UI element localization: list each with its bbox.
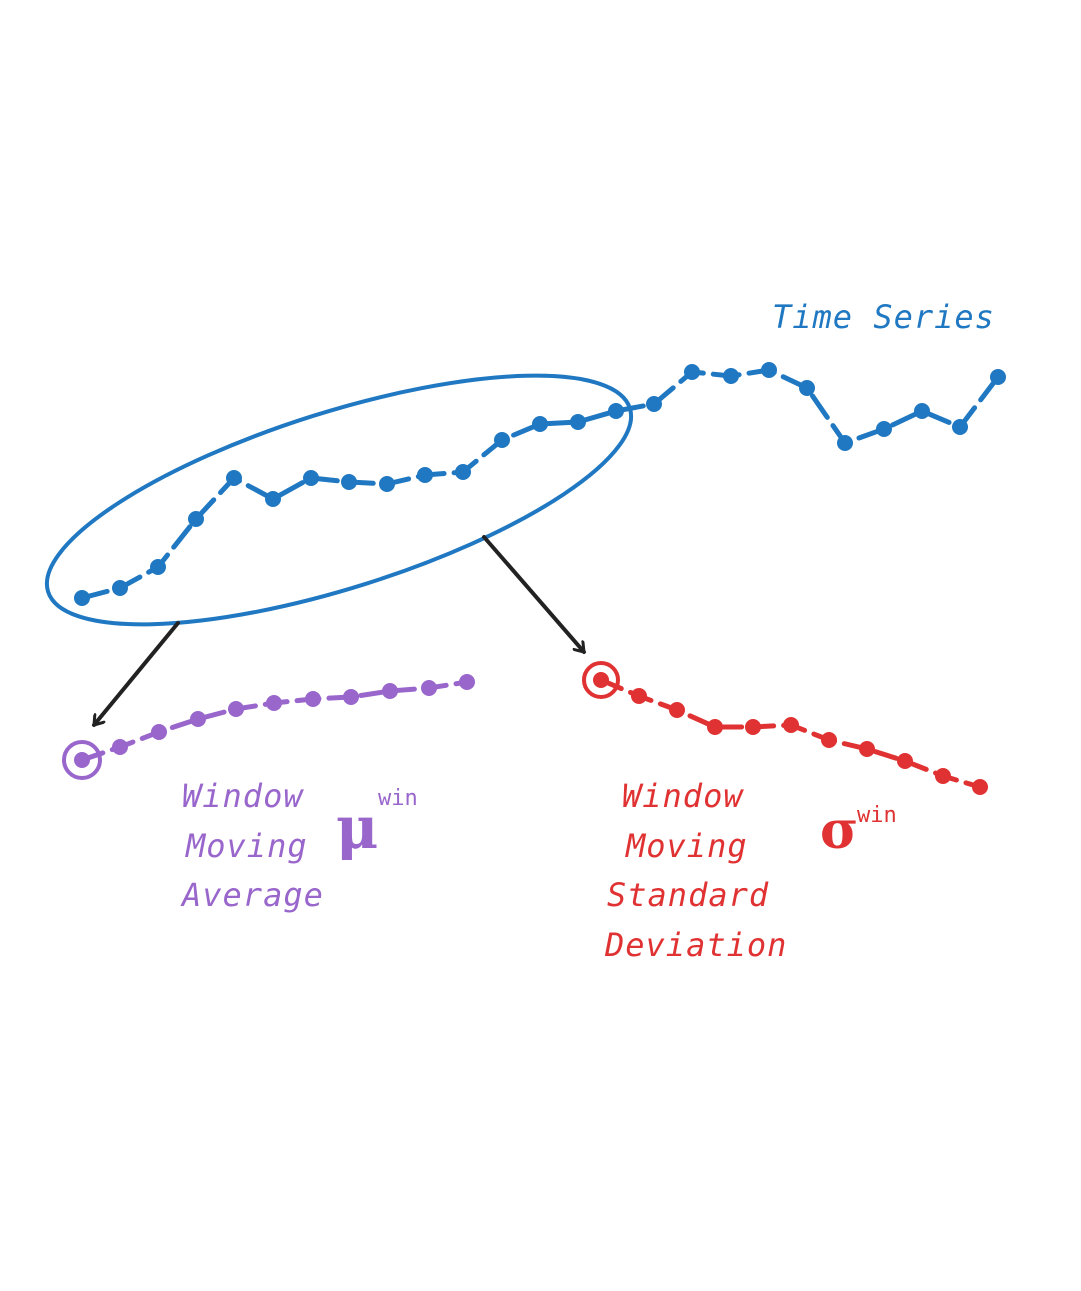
- time-series-point: [303, 470, 319, 486]
- time-series-point: [494, 432, 510, 448]
- time-series-point: [837, 435, 853, 451]
- time-series-point: [379, 476, 395, 492]
- time-series-point: [952, 419, 968, 435]
- average-point: [112, 739, 128, 755]
- stddev-point: [897, 753, 913, 769]
- average-label-line-3: Average: [180, 876, 324, 914]
- time-series-point: [341, 474, 357, 490]
- average-point: [74, 752, 90, 768]
- time-series-point: [226, 470, 242, 486]
- time-series-point: [723, 368, 739, 384]
- average-label-line-1: Window: [182, 777, 304, 815]
- average-point: [266, 695, 282, 711]
- time-series-point: [876, 421, 892, 437]
- mu-superscript: win: [378, 786, 418, 811]
- stddev-point: [593, 672, 609, 688]
- average-point: [343, 689, 359, 705]
- time-series-point: [112, 580, 128, 596]
- stddev-point: [631, 688, 647, 704]
- time-series-point: [761, 362, 777, 378]
- time-series-line: [74, 362, 1006, 606]
- average-label-line-2: Moving: [185, 827, 308, 865]
- average-label: Window Moving Average μ win: [180, 777, 418, 914]
- average-point: [228, 701, 244, 717]
- time-series-point: [265, 491, 281, 507]
- time-series-point: [570, 414, 586, 430]
- mu-symbol: μ: [336, 794, 378, 862]
- arrow-to-stddev: [482, 535, 586, 654]
- time-series-point: [417, 467, 433, 483]
- stddev-label-line-4: Deviation: [604, 926, 787, 964]
- time-series-point: [684, 364, 700, 380]
- average-point: [421, 680, 437, 696]
- moving-average-line: [62, 674, 475, 780]
- arrow-to-average: [92, 621, 180, 727]
- stddev-label-line-2: Moving: [625, 827, 748, 865]
- time-series-point: [455, 464, 471, 480]
- time-series-point: [990, 369, 1006, 385]
- stddev-point: [783, 717, 799, 733]
- stddev-point: [707, 719, 723, 735]
- sigma-superscript: win: [857, 803, 897, 828]
- stddev-point: [821, 732, 837, 748]
- time-series-point: [188, 511, 204, 527]
- average-point: [190, 711, 206, 727]
- stddev-label-line-1: Window: [622, 777, 744, 815]
- sigma-symbol: σ: [820, 800, 858, 861]
- stddev-label: Window Moving Standard Deviation σ win: [604, 777, 897, 964]
- stddev-point: [972, 779, 988, 795]
- time-series-point: [608, 403, 624, 419]
- stddev-highlight-ring: [582, 661, 620, 699]
- average-point: [459, 674, 475, 690]
- average-point: [151, 724, 167, 740]
- average-point: [305, 691, 321, 707]
- time-series-point: [150, 559, 166, 575]
- time-series-point: [646, 396, 662, 412]
- time-series-point: [532, 416, 548, 432]
- stddev-label-line-3: Standard: [607, 876, 769, 914]
- average-point: [382, 683, 398, 699]
- window-ellipse: [44, 373, 634, 627]
- average-highlight-ring: [62, 740, 102, 780]
- time-series-title: Time Series: [772, 298, 995, 336]
- stddev-point: [745, 719, 761, 735]
- time-series-point: [799, 380, 815, 396]
- stddev-point: [859, 741, 875, 757]
- moving-stddev-line: [582, 661, 988, 795]
- time-series-point: [914, 403, 930, 419]
- time-series-point: [74, 590, 90, 606]
- stddev-point: [935, 768, 951, 784]
- stddev-point: [669, 702, 685, 718]
